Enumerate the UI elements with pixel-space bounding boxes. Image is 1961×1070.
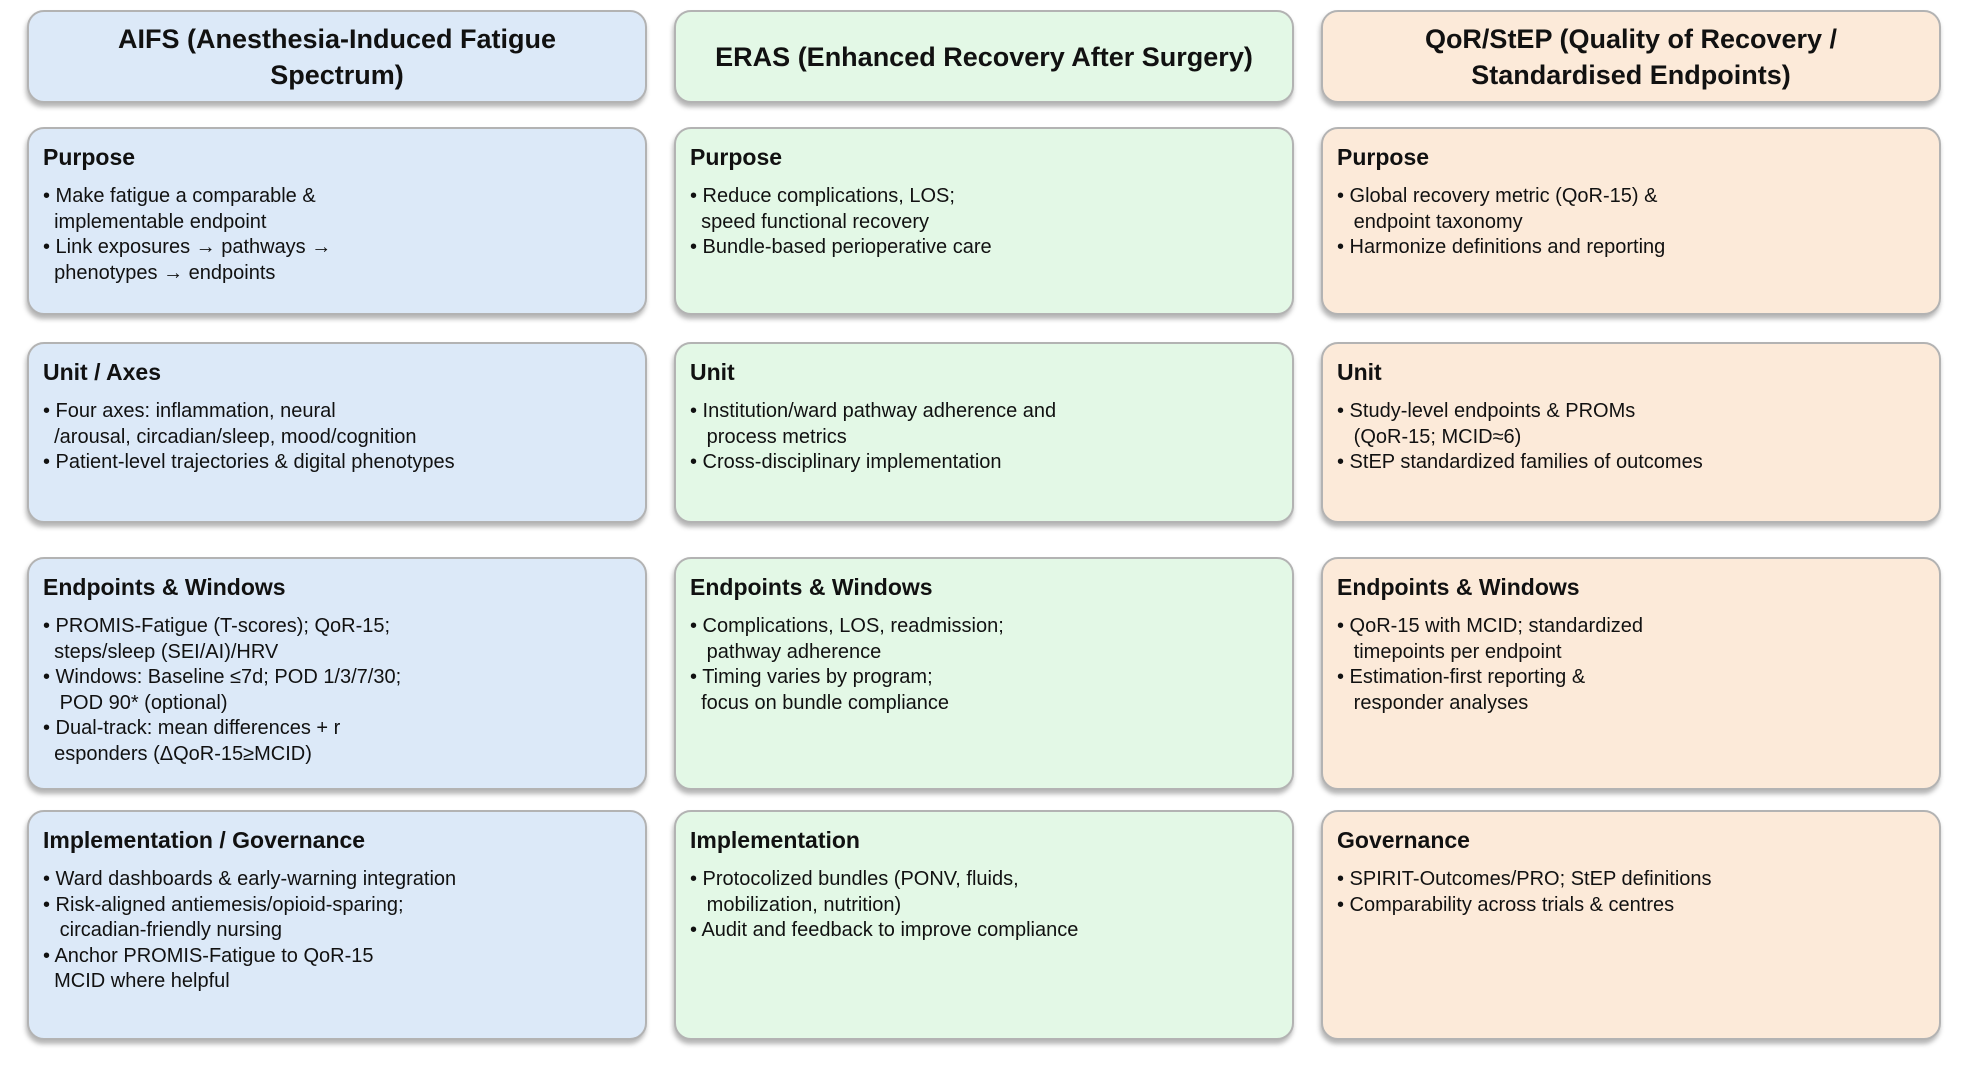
bullet-line: • Study-level endpoints & PROMs	[1337, 400, 1636, 422]
card-title-purpose: Purpose	[1337, 144, 1430, 170]
header-title-line: Spectrum)	[270, 59, 404, 90]
bullet-line: timepoints per endpoint	[1337, 640, 1562, 663]
bullet-line: POD 90* (optional)	[43, 691, 228, 714]
bullet-line: • Link exposures → pathways →	[43, 236, 332, 258]
bullet-line: • Reduce complications, LOS;	[690, 185, 955, 207]
bullet-line: • Bundle-based perioperative care	[690, 236, 992, 258]
bullet-line: • Anchor PROMIS-Fatigue to QoR-15	[43, 944, 374, 967]
card-qor-step-unit: Unit • Study-level endpoints & PROMs (QoR…	[1321, 342, 1941, 523]
column-eras: ERAS (Enhanced Recovery After Surgery) Pu…	[674, 10, 1294, 1070]
bullet-line: • QoR-15 with MCID; standardized	[1337, 615, 1644, 637]
card-title-purpose: Purpose	[690, 144, 783, 170]
bullet-line: • Windows: Baseline ≤7d; POD 1/3/7/30;	[43, 666, 402, 688]
bullet-line: • SPIRIT-Outcomes/PRO; StEP definitions	[1337, 868, 1712, 890]
bullet-line: • Institution/ward pathway adherence and	[690, 400, 1057, 422]
bullet-line: (QoR-15; MCID≈6)	[1337, 425, 1522, 448]
bullet-line: MCID where helpful	[43, 970, 230, 992]
card-aifs-endpoints-windows: Endpoints & Windows • PROMIS-Fatigue (T-s…	[27, 557, 647, 790]
bullet-line: • Four axes: inflammation, neural	[43, 400, 336, 422]
bullet-line: phenotypes → endpoints	[43, 261, 276, 284]
bullet-line: speed functional recovery	[690, 210, 930, 233]
bullet-line: • Cross-disciplinary implementation	[690, 451, 1002, 473]
card-title-endpoints-windows: Endpoints & Windows	[43, 574, 286, 600]
card-eras-implementation: Implementation • Protocolized bundles (PO…	[674, 810, 1294, 1040]
card-title-purpose: Purpose	[43, 144, 136, 170]
bullet-line: • Audit and feedback to improve complian…	[690, 919, 1079, 941]
header-title-line: QoR/StEP (Quality of Recovery /	[1424, 23, 1838, 54]
bullet-line: • Ward dashboards & early-warning integr…	[43, 868, 457, 890]
bullet-line: steps/sleep (SEI/AI)/HRV	[43, 640, 279, 663]
header-title-line: Standardised Endpoints)	[1471, 59, 1791, 90]
bullet-line: • Timing varies by program;	[690, 666, 933, 688]
bullet-line: circadian-friendly nursing	[43, 919, 282, 941]
bullet-line: mobilization, nutrition)	[690, 893, 902, 916]
bullet-line: implementable endpoint	[43, 210, 267, 233]
header-card-qor-step: QoR/StEP (Quality of Recovery / Standardi…	[1321, 10, 1941, 103]
card-aifs-implementation-governance: Implementation / Governance • Ward dashbo…	[27, 810, 647, 1040]
bullet-line: • Make fatigue a comparable &	[43, 185, 316, 207]
column-qor-step: QoR/StEP (Quality of Recovery / Standardi…	[1321, 10, 1941, 1070]
card-eras-endpoints-windows: Endpoints & Windows • Complications, LOS,…	[674, 557, 1294, 790]
card-title-endpoints-windows: Endpoints & Windows	[1337, 574, 1580, 600]
bullet-line: • Complications, LOS, readmission;	[690, 615, 1004, 637]
header-card-eras: ERAS (Enhanced Recovery After Surgery)	[674, 10, 1294, 103]
card-aifs-unit-axes: Unit / Axes • Four axes: inflammation, ne…	[27, 342, 647, 523]
card-eras-purpose: Purpose • Reduce complications, LOS; spee…	[674, 127, 1294, 315]
card-qor-step-governance: Governance • SPIRIT-Outcomes/PRO; StEP de…	[1321, 810, 1941, 1040]
card-title-unit-axes: Unit / Axes	[43, 359, 162, 385]
bullet-line: • PROMIS-Fatigue (T-scores); QoR-15;	[43, 615, 391, 637]
bullet-line: • Dual-track: mean differences + r	[43, 717, 341, 739]
card-title-endpoints-windows: Endpoints & Windows	[690, 574, 933, 600]
bullet-line: esponders (ΔQoR-15≥MCID)	[43, 742, 312, 765]
card-qor-step-endpoints-windows: Endpoints & Windows • QoR-15 with MCID; s…	[1321, 557, 1941, 790]
header-title-line: AIFS (Anesthesia-Induced Fatigue	[117, 23, 557, 54]
card-title-unit: Unit	[690, 359, 735, 385]
bullet-line: process metrics	[690, 425, 847, 448]
bullet-line: /arousal, circadian/sleep, mood/cognitio…	[43, 425, 417, 448]
bullet-line: • StEP standardized families of outcomes	[1337, 451, 1703, 473]
bullet-line: • Global recovery metric (QoR-15) &	[1337, 185, 1658, 207]
bullet-line: • Harmonize definitions and reporting	[1337, 236, 1666, 258]
header-title-line: ERAS (Enhanced Recovery After Surgery)	[715, 41, 1253, 72]
bullet-line: • Risk-aligned antiemesis/opioid-sparing…	[43, 893, 404, 916]
card-title-governance: Governance	[1337, 827, 1470, 853]
bullet-line: • Protocolized bundles (PONV, fluids,	[690, 868, 1019, 890]
card-title-implementation-governance: Implementation / Governance	[43, 827, 366, 853]
bullet-line: pathway adherence	[690, 640, 882, 663]
bullet-line: responder analyses	[1337, 691, 1529, 714]
bullet-line: • Comparability across trials & centres	[1337, 893, 1675, 916]
card-qor-step-purpose: Purpose • Global recovery metric (QoR-15)…	[1321, 127, 1941, 315]
bullet-line: endpoint taxonomy	[1337, 210, 1523, 233]
card-eras-unit: Unit • Institution/ward pathway adherence…	[674, 342, 1294, 523]
bullet-line: • Patient-level trajectories & digital p…	[43, 451, 455, 473]
card-title-implementation: Implementation	[690, 827, 860, 853]
card-aifs-purpose: Purpose • Make fatigue a comparable & imp…	[27, 127, 647, 315]
card-title-unit: Unit	[1337, 359, 1382, 385]
bullet-line: • Estimation-first reporting &	[1337, 666, 1586, 688]
bullet-line: focus on bundle compliance	[690, 691, 950, 714]
